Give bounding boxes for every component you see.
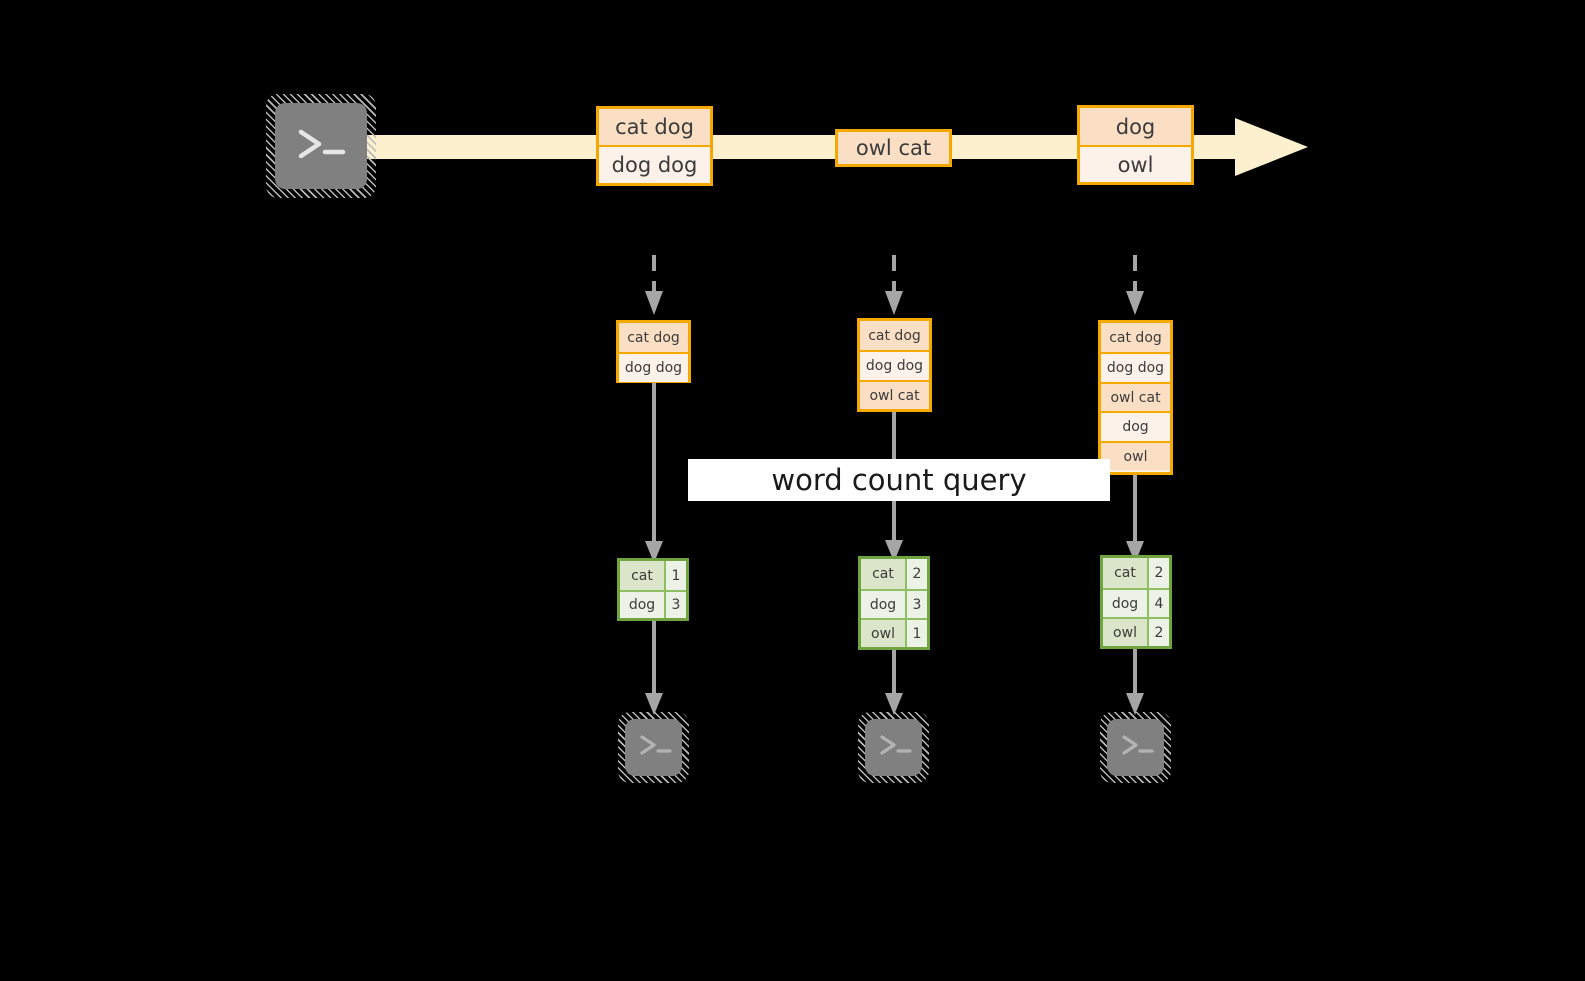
terminal-prompt-glyph (298, 129, 346, 159)
result-word: dog (861, 591, 905, 618)
input-row: owl cat (1101, 382, 1170, 411)
result-count: 2 (905, 559, 927, 589)
query-label: word count query (771, 463, 1027, 497)
result-count: 4 (1147, 590, 1169, 617)
column-1-sink-terminal-icon[interactable] (618, 712, 689, 783)
column-2-sink-terminal-icon[interactable] (858, 712, 929, 783)
sink-arrow-1 (645, 621, 663, 715)
result-row: owl 2 (1103, 617, 1169, 646)
batch-line: dog (1080, 108, 1191, 145)
result-word: cat (861, 559, 905, 589)
column-3-result-table: cat 2 dog 4 owl 2 (1100, 555, 1172, 649)
result-word: cat (620, 561, 664, 590)
source-terminal-icon[interactable] (266, 94, 376, 198)
result-count: 2 (1147, 619, 1169, 646)
input-row: cat dog (619, 323, 688, 352)
result-word: cat (1103, 558, 1147, 588)
result-word: owl (861, 620, 905, 647)
terminal-prompt-glyph (1122, 735, 1154, 755)
column-1-input-table: cat dog dog dog (616, 320, 691, 383)
result-count: 2 (1147, 558, 1169, 588)
result-row: cat 1 (620, 561, 686, 590)
terminal-prompt-glyph (880, 735, 912, 755)
input-row: dog dog (619, 352, 688, 382)
snapshot-trigger-arrow-2 (885, 255, 903, 315)
result-word: dog (1103, 590, 1147, 617)
terminal-body (275, 103, 367, 189)
result-word: owl (1103, 619, 1147, 646)
column-3-input-table: cat dog dog dog owl cat dog owl (1098, 320, 1173, 475)
input-row: dog dog (1101, 352, 1170, 382)
result-count: 1 (664, 561, 686, 590)
terminal-body (1107, 719, 1164, 776)
input-row: dog dog (860, 350, 929, 380)
terminal-prompt-glyph (640, 735, 672, 755)
result-count: 3 (905, 591, 927, 618)
result-row: owl 1 (861, 618, 927, 647)
query-arrow-3 (1126, 475, 1144, 563)
stream-batch-3: dog owl (1077, 105, 1194, 185)
sink-arrow-2 (885, 650, 903, 715)
stream-batch-2: owl cat (835, 129, 952, 167)
result-row: cat 2 (861, 559, 927, 589)
column-1-result-table: cat 1 dog 3 (617, 558, 689, 621)
stream-arrow (340, 118, 1308, 176)
input-row: owl (1101, 441, 1170, 470)
result-count: 3 (664, 592, 686, 618)
terminal-body (865, 719, 922, 776)
query-arrow-1 (645, 383, 663, 563)
input-row: dog (1101, 411, 1170, 441)
snapshot-trigger-arrow-3 (1126, 255, 1144, 315)
batch-line: owl (1080, 145, 1191, 182)
batch-line: owl cat (838, 132, 949, 164)
result-row: dog 3 (861, 589, 927, 618)
column-3-sink-terminal-icon[interactable] (1100, 712, 1171, 783)
sink-arrow-3 (1126, 649, 1144, 715)
input-row: cat dog (860, 321, 929, 350)
column-2-result-table: cat 2 dog 3 owl 1 (858, 556, 930, 650)
input-row: cat dog (1101, 323, 1170, 352)
input-row: owl cat (860, 380, 929, 409)
result-row: dog 4 (1103, 588, 1169, 617)
stream-batch-1: cat dog dog dog (596, 106, 713, 186)
result-row: cat 2 (1103, 558, 1169, 588)
batch-line: cat dog (599, 109, 710, 145)
query-label-band: word count query (688, 459, 1110, 501)
terminal-body (625, 719, 682, 776)
result-word: dog (620, 592, 664, 618)
snapshot-trigger-arrow-1 (645, 255, 663, 315)
column-2-input-table: cat dog dog dog owl cat (857, 318, 932, 412)
batch-line: dog dog (599, 145, 710, 183)
result-row: dog 3 (620, 590, 686, 618)
result-count: 1 (905, 620, 927, 647)
